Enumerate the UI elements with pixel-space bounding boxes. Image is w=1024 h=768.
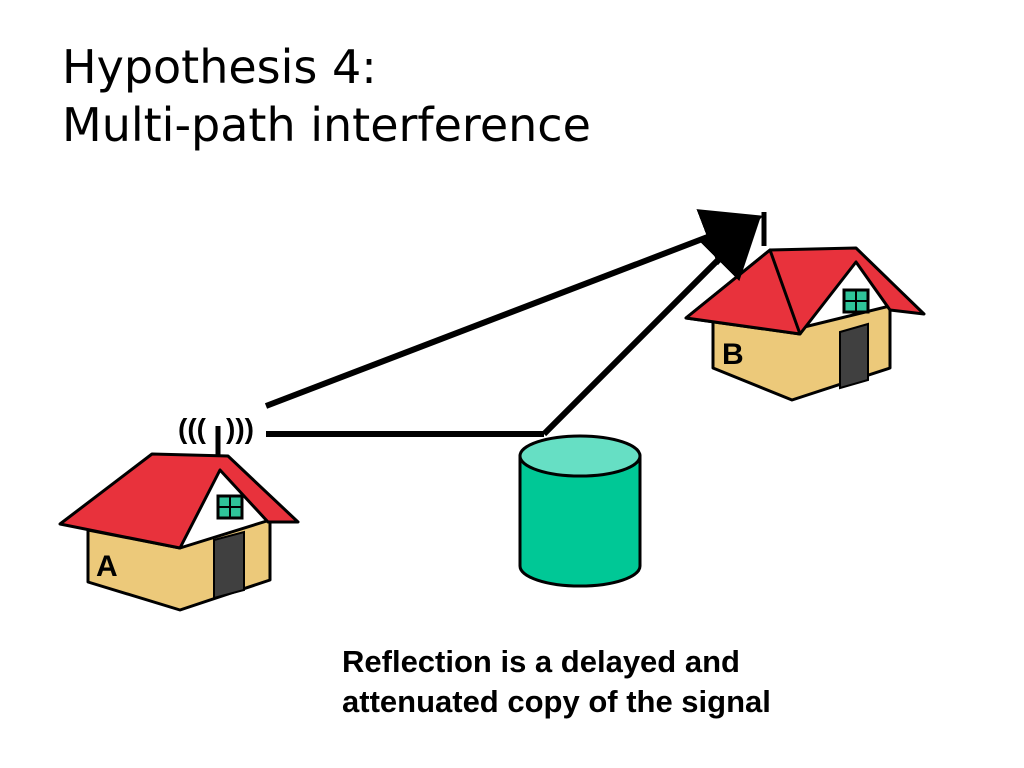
house-b-door — [839, 322, 869, 390]
house-a-label: A — [96, 550, 118, 583]
house-b-label: B — [722, 338, 744, 371]
house-b: B — [684, 212, 926, 402]
reflector-cylinder — [518, 434, 642, 588]
signal-waves-right: ))) — [226, 413, 254, 444]
caption: Reflection is a delayed and attenuated c… — [342, 642, 771, 722]
direct-path-arrow — [264, 209, 764, 409]
title-line-2: Multi-path interference — [62, 98, 591, 152]
reflected-path-arrow — [541, 217, 761, 437]
house-a: A — [58, 426, 300, 612]
house-b-roof-left — [684, 248, 802, 336]
house-a-door — [213, 530, 245, 600]
title-line-1: Hypothesis 4: — [62, 40, 377, 94]
signal-waves-left: ((( — [178, 413, 207, 444]
caption-line-2: attenuated copy of the signal — [342, 684, 771, 719]
reflector-body — [518, 454, 642, 588]
reflector-top — [518, 434, 642, 478]
slide-title: Hypothesis 4: Multi-path interference — [62, 38, 591, 154]
house-a-roof — [58, 452, 300, 550]
caption-line-1: Reflection is a delayed and — [342, 644, 740, 679]
